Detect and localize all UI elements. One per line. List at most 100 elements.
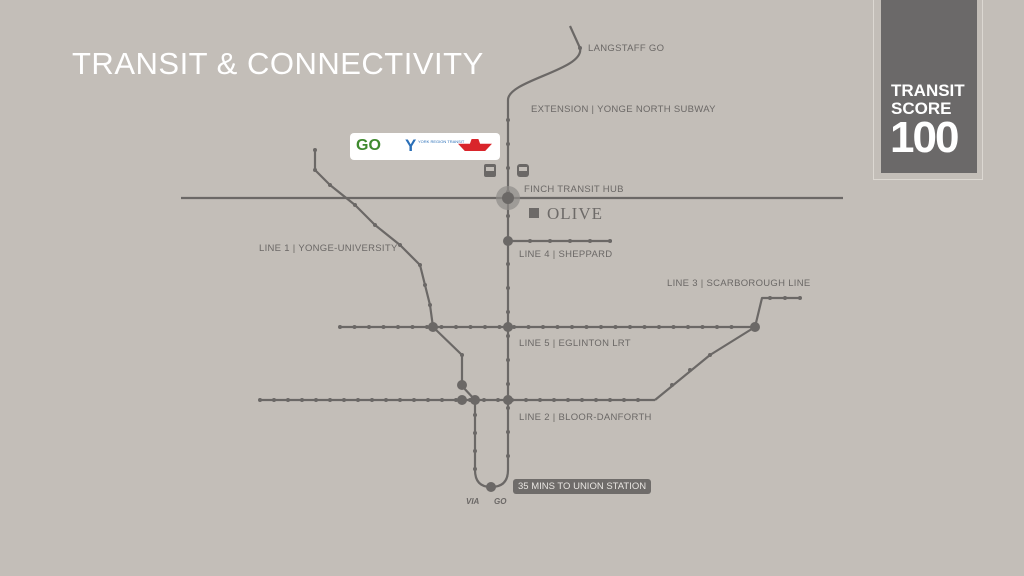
station-dot bbox=[552, 398, 556, 402]
station-dot bbox=[473, 413, 477, 417]
station-dot bbox=[440, 398, 444, 402]
station-dot bbox=[460, 353, 464, 357]
transit-score-value: 100 bbox=[890, 113, 959, 162]
station-dot bbox=[670, 383, 674, 387]
yrt-logo: Y bbox=[405, 136, 417, 155]
interchange-station bbox=[470, 395, 480, 405]
station-dot bbox=[506, 454, 510, 458]
station-dot bbox=[272, 398, 276, 402]
interchange-station bbox=[503, 395, 513, 405]
station-dot bbox=[338, 325, 342, 329]
transit-agency-logos: GO Y YORK REGION TRANSIT bbox=[350, 133, 500, 160]
station-dot bbox=[314, 398, 318, 402]
station-dot bbox=[584, 325, 589, 329]
station-dot bbox=[439, 325, 444, 329]
station-dot bbox=[356, 398, 360, 402]
station-dot bbox=[613, 325, 618, 329]
page-title: TRANSIT & CONNECTIVITY bbox=[72, 46, 484, 81]
bus-icon bbox=[517, 164, 529, 177]
station-dot bbox=[398, 398, 402, 402]
station-dot bbox=[570, 325, 574, 329]
yonge-line bbox=[506, 25, 582, 470]
union-station-label: 35 MINS TO UNION STATION bbox=[513, 479, 652, 494]
station-dot bbox=[506, 142, 510, 146]
station-dot bbox=[454, 398, 458, 402]
label-finch: FINCH TRANSIT HUB bbox=[524, 184, 624, 195]
station-dot bbox=[496, 398, 500, 402]
station-dot bbox=[381, 325, 386, 329]
yrt-logo-text: YORK REGION TRANSIT bbox=[418, 139, 465, 144]
station-dot bbox=[286, 398, 290, 402]
station-dot bbox=[729, 325, 734, 329]
station-dot bbox=[506, 214, 510, 218]
station-dot bbox=[768, 296, 772, 300]
station-dot bbox=[506, 382, 510, 386]
university-line bbox=[313, 150, 476, 401]
interchange-station bbox=[503, 322, 513, 332]
station-dot bbox=[384, 398, 388, 402]
station-dot bbox=[798, 296, 802, 300]
station-dot bbox=[506, 262, 510, 266]
finch-hub-station bbox=[502, 192, 514, 204]
station-dot bbox=[258, 398, 262, 402]
station-dot bbox=[454, 325, 458, 329]
station-dot bbox=[506, 406, 510, 410]
station-dot bbox=[548, 239, 552, 243]
station-dot bbox=[783, 296, 787, 300]
station-dot bbox=[423, 283, 427, 287]
station-dot bbox=[328, 398, 332, 402]
station-dot bbox=[622, 398, 626, 402]
station-dot bbox=[410, 325, 415, 329]
transit-score-frame bbox=[873, 0, 983, 180]
station-dot bbox=[541, 325, 545, 329]
interchange-station bbox=[457, 395, 467, 405]
station-dot bbox=[428, 303, 432, 307]
station-dot bbox=[608, 398, 612, 402]
station-dot bbox=[468, 325, 473, 329]
station-dot bbox=[528, 239, 532, 243]
station-dot bbox=[328, 183, 332, 187]
station-dot bbox=[594, 398, 598, 402]
olive-property-label: OLIVE bbox=[547, 204, 603, 223]
station-dot bbox=[497, 325, 502, 329]
station-dot bbox=[715, 325, 719, 329]
station-dot bbox=[580, 398, 584, 402]
station-dot bbox=[578, 46, 582, 50]
station-dot bbox=[425, 325, 429, 329]
label-line2: LINE 2 | BLOOR-DANFORTH bbox=[519, 412, 652, 423]
go-logo-small: GO bbox=[494, 497, 507, 506]
interchange-station bbox=[457, 380, 467, 390]
station-dot bbox=[512, 325, 516, 329]
station-dot bbox=[568, 239, 572, 243]
union-loop bbox=[473, 400, 510, 489]
station-dot bbox=[426, 398, 430, 402]
station-dot bbox=[636, 398, 640, 402]
station-dot bbox=[418, 263, 422, 267]
station-dot bbox=[688, 368, 692, 372]
station-dot bbox=[473, 467, 477, 471]
station-dot bbox=[482, 398, 486, 402]
station-dot bbox=[506, 310, 510, 314]
station-dot bbox=[642, 325, 647, 329]
station-dot bbox=[473, 431, 477, 435]
label-langstaff: LANGSTAFF GO bbox=[588, 43, 665, 54]
station-dot bbox=[538, 398, 542, 402]
transit-score-label-1: TRANSIT bbox=[891, 81, 965, 100]
interchange-station bbox=[486, 482, 496, 492]
station-dot bbox=[473, 449, 477, 453]
station-dot bbox=[367, 325, 371, 329]
station-dot bbox=[599, 325, 603, 329]
station-dot bbox=[373, 223, 377, 227]
station-dot bbox=[566, 398, 570, 402]
label-line4: LINE 4 | SHEPPARD bbox=[519, 249, 613, 260]
station-dot bbox=[342, 398, 346, 402]
station-dot bbox=[588, 239, 592, 243]
station-dot bbox=[506, 358, 510, 362]
go-logo: GO bbox=[356, 137, 381, 154]
station-dot bbox=[483, 325, 487, 329]
station-dot bbox=[524, 398, 528, 402]
station-dot bbox=[353, 203, 357, 207]
station-dot bbox=[686, 325, 690, 329]
station-dot bbox=[506, 286, 510, 290]
